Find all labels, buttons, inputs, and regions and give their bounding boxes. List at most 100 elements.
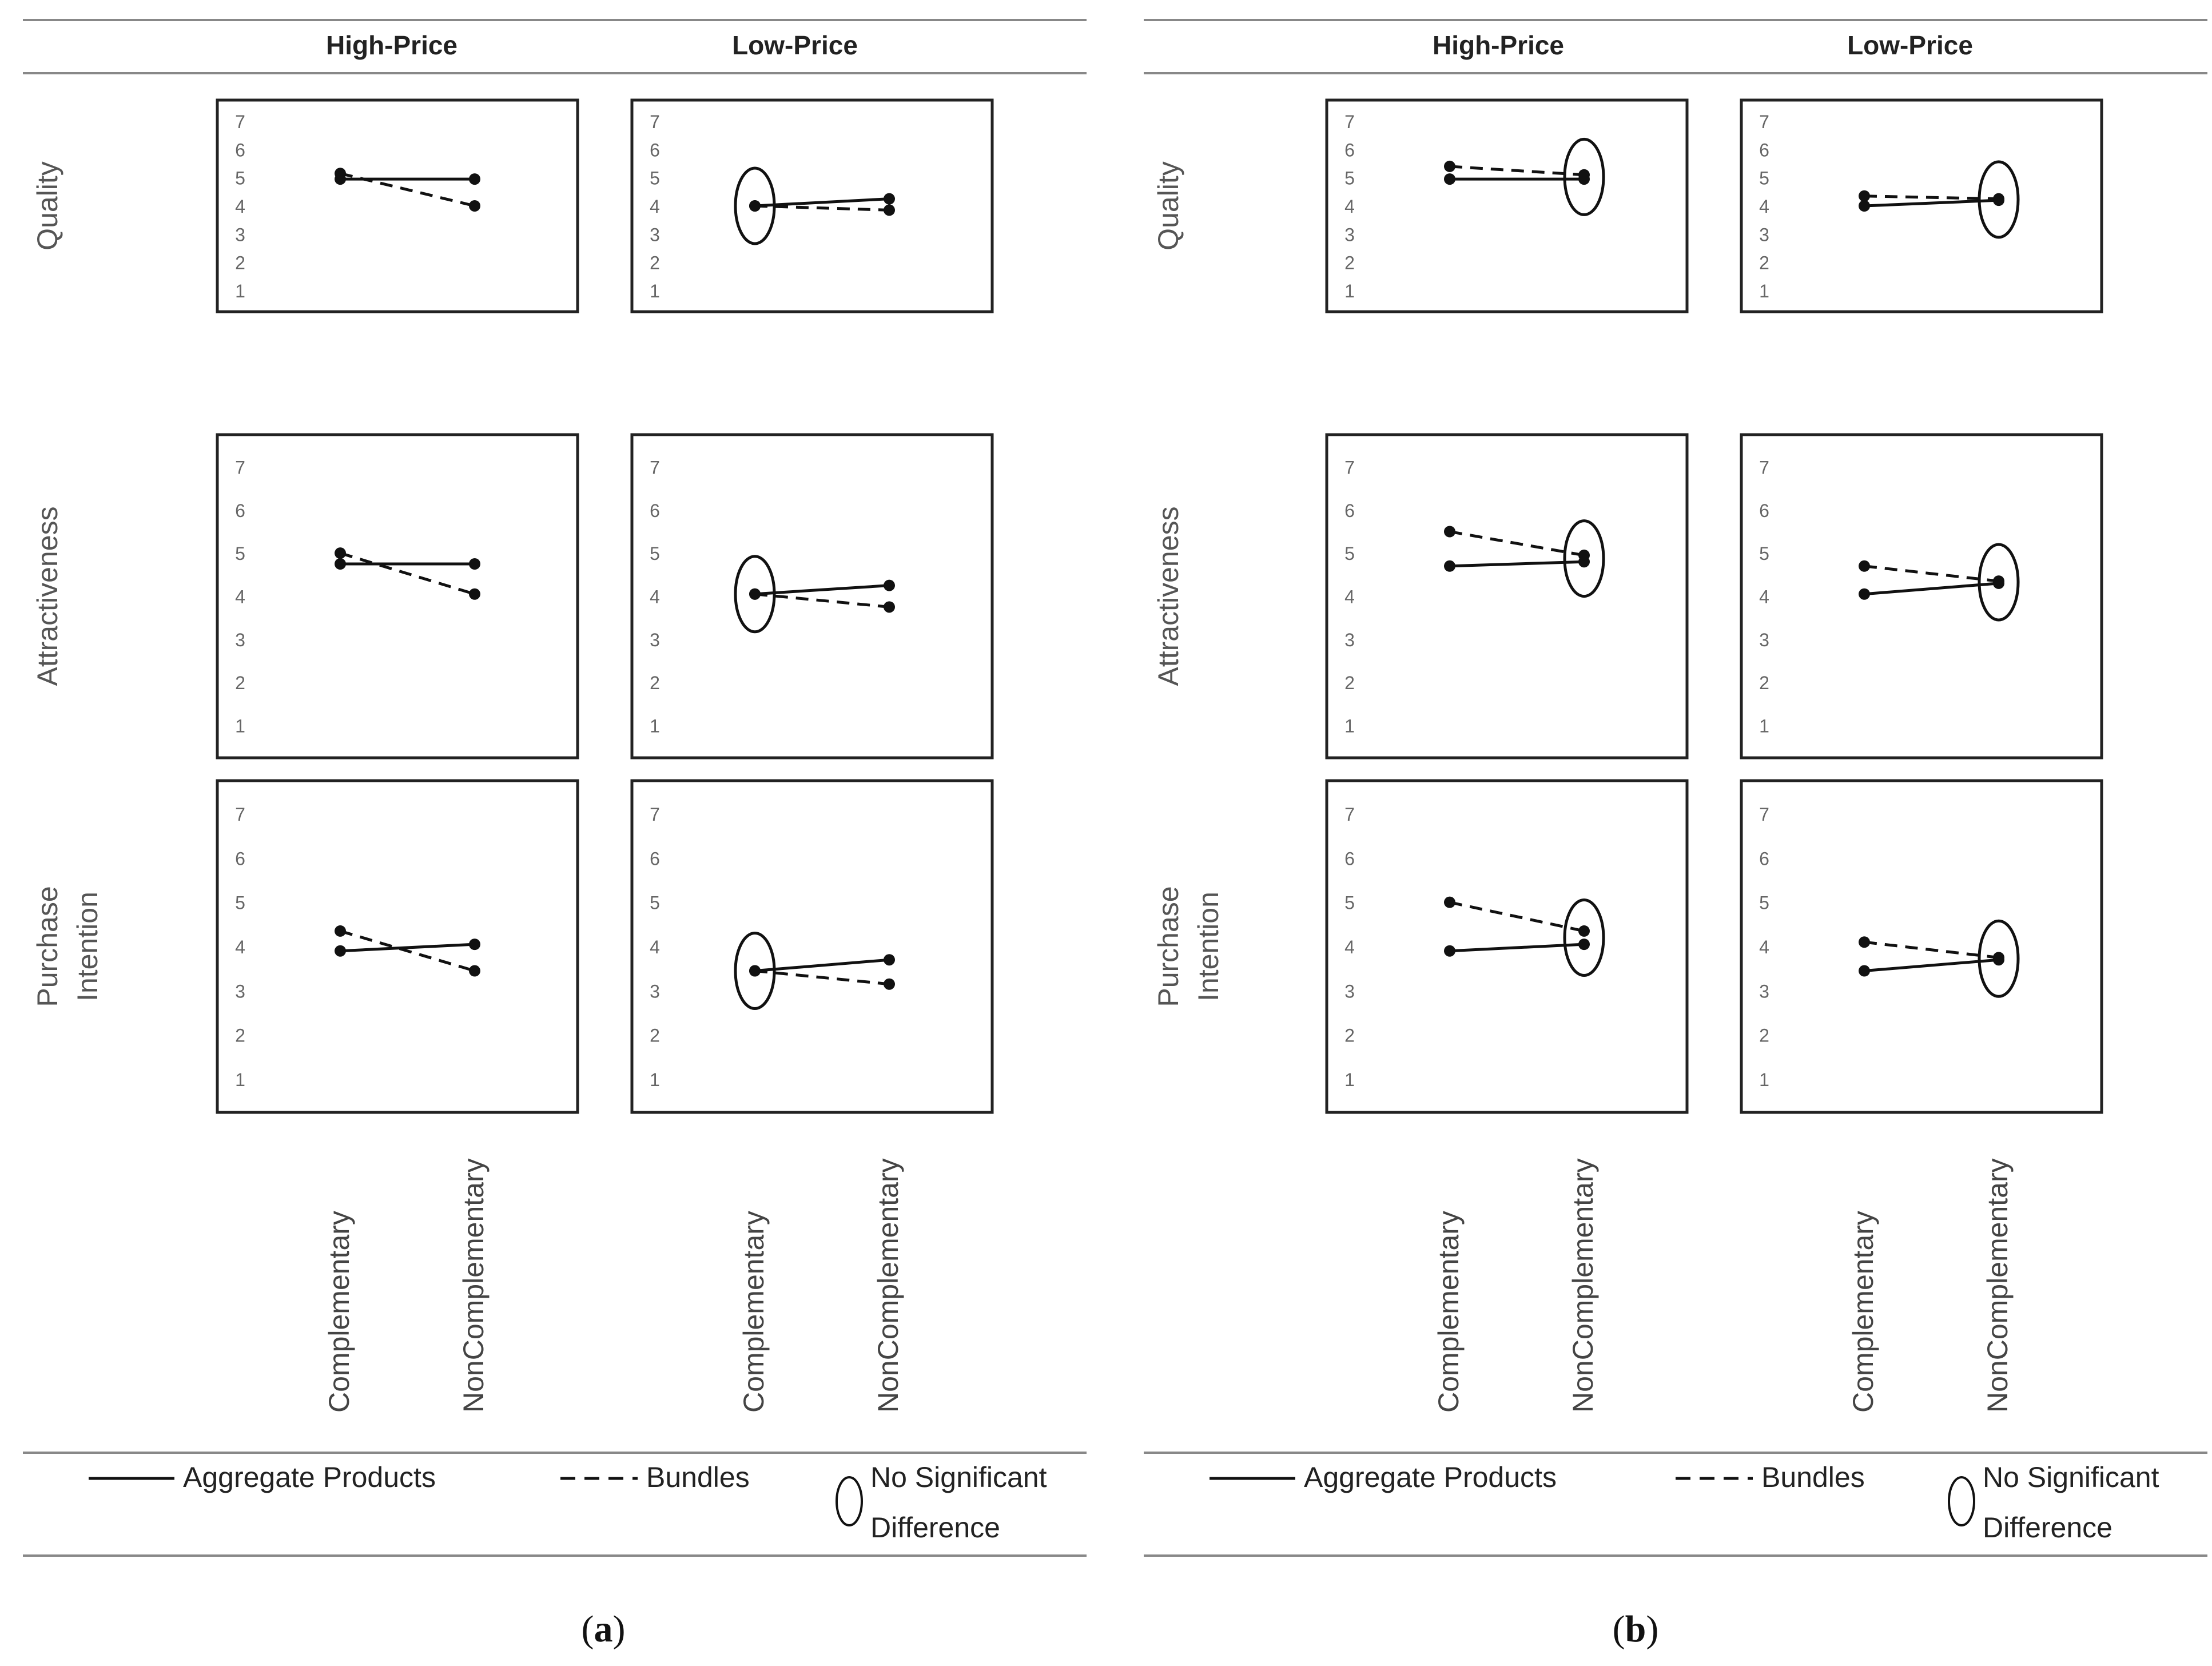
subfigure-letter: a: [594, 1608, 613, 1650]
no-significant-difference-marker: [1563, 898, 1605, 977]
y-tick-label: 2: [1344, 1025, 1355, 1046]
y-tick-label: 5: [235, 893, 245, 913]
subplot-frame: [1325, 433, 1689, 760]
data-point-bundles: [1444, 160, 1455, 172]
y-tick-label: 6: [1759, 848, 1769, 869]
subfigure-label: (a): [582, 1608, 626, 1650]
y-tick-label: 4: [650, 587, 660, 607]
y-tick-label: 2: [235, 253, 245, 273]
y-tick-label: 1: [1759, 716, 1769, 737]
data-point-bundles: [884, 204, 895, 216]
series-line-bundles: [340, 172, 475, 208]
row-label: Attractiveness: [31, 506, 63, 686]
subplot-frame: [216, 433, 579, 760]
x-category-label: Complementary: [1433, 1211, 1465, 1413]
data-point-bundles: [884, 978, 895, 990]
x-category-label: NonComplementary: [457, 1158, 490, 1413]
legend-label-no-significant-difference: Difference: [870, 1512, 1000, 1544]
no-significant-difference-marker: [1563, 137, 1605, 216]
row-label: Quality: [1152, 161, 1184, 251]
data-point-aggregate-products: [335, 558, 346, 570]
series-line-bundles: [754, 593, 890, 609]
no-significant-difference-marker: [734, 166, 776, 245]
legend-label-no-significant-difference: No Significant: [870, 1461, 1047, 1493]
subplot-frame: [216, 98, 579, 313]
subplot-frame: [630, 98, 994, 313]
subplot-frame: [1325, 779, 1689, 1114]
paren: (: [582, 1608, 594, 1650]
data-point-bundles: [1993, 575, 2004, 587]
series-line-bundles: [340, 929, 475, 972]
subplot-frame: [630, 779, 994, 1114]
y-tick-label: 4: [1344, 587, 1355, 607]
y-tick-label: 6: [1344, 500, 1355, 521]
data-point-bundles: [335, 168, 346, 180]
y-tick-label: 4: [235, 587, 245, 607]
y-tick-label: 4: [650, 937, 660, 957]
series-line-bundles: [1449, 901, 1585, 933]
data-point-aggregate-products: [469, 173, 480, 185]
y-tick-label: 3: [1344, 630, 1355, 650]
y-tick-label: 1: [1759, 281, 1769, 301]
data-point-bundles: [1993, 193, 2004, 205]
y-tick-label: 2: [650, 673, 660, 693]
row-label: Intention: [1192, 892, 1224, 1001]
y-tick-label: 3: [650, 981, 660, 1001]
column-header: High-Price: [326, 30, 457, 60]
x-category-label: Complementary: [738, 1211, 770, 1413]
row-label: Intention: [71, 892, 104, 1001]
data-point-aggregate-products: [884, 193, 895, 205]
y-tick-label: 4: [235, 937, 245, 957]
y-tick-label: 1: [1344, 716, 1355, 737]
data-point-aggregate-products: [469, 558, 480, 570]
y-tick-label: 6: [650, 848, 660, 869]
y-tick-label: 2: [1759, 253, 1769, 273]
data-point-bundles: [1444, 896, 1455, 908]
series-line-bundles: [1864, 564, 1999, 583]
row-label: Quality: [31, 161, 63, 251]
y-tick-label: 6: [1759, 500, 1769, 521]
y-tick-label: 2: [235, 1025, 245, 1046]
subplot-frame: [630, 433, 994, 760]
legend-label-aggregate-products: Aggregate Products: [1304, 1461, 1557, 1493]
legend-label-no-significant-difference: No Significant: [1983, 1461, 2159, 1493]
y-tick-label: 6: [1344, 140, 1355, 160]
subfigure-letter: b: [1625, 1608, 1646, 1650]
y-tick-label: 5: [1344, 168, 1355, 189]
series-line-aggregate-products: [1449, 943, 1585, 953]
data-point-aggregate-products: [1859, 200, 1870, 212]
row-label: Purchase: [1152, 886, 1184, 1007]
y-tick-label: 4: [650, 196, 660, 217]
y-tick-label: 2: [1759, 673, 1769, 693]
data-point-bundles: [1578, 549, 1590, 561]
data-point-bundles: [1859, 560, 1870, 572]
no-significant-difference-marker: [1978, 160, 2020, 239]
no-significant-difference-marker: [1978, 919, 2020, 998]
x-category-label: Complementary: [1847, 1211, 1879, 1413]
paren: ): [1646, 1608, 1658, 1650]
data-point-bundles: [1859, 190, 1870, 202]
series-line-aggregate-products: [1449, 560, 1585, 568]
series-line-aggregate-products: [1864, 198, 1999, 208]
y-tick-label: 7: [650, 804, 660, 825]
y-tick-label: 1: [650, 716, 660, 737]
x-category-label: NonComplementary: [1982, 1158, 2014, 1413]
y-tick-label: 3: [1759, 630, 1769, 650]
data-point-aggregate-products: [335, 945, 346, 957]
y-tick-label: 5: [235, 168, 245, 189]
subplot-frame: [1740, 779, 2103, 1114]
y-tick-label: 4: [1759, 937, 1769, 957]
subplot-frame: [1740, 433, 2103, 760]
data-point-aggregate-products: [1444, 560, 1455, 572]
data-point-bundles: [749, 965, 761, 977]
series-line-aggregate-products: [340, 943, 475, 953]
data-point-bundles: [1859, 936, 1870, 948]
y-tick-label: 1: [1344, 1069, 1355, 1090]
